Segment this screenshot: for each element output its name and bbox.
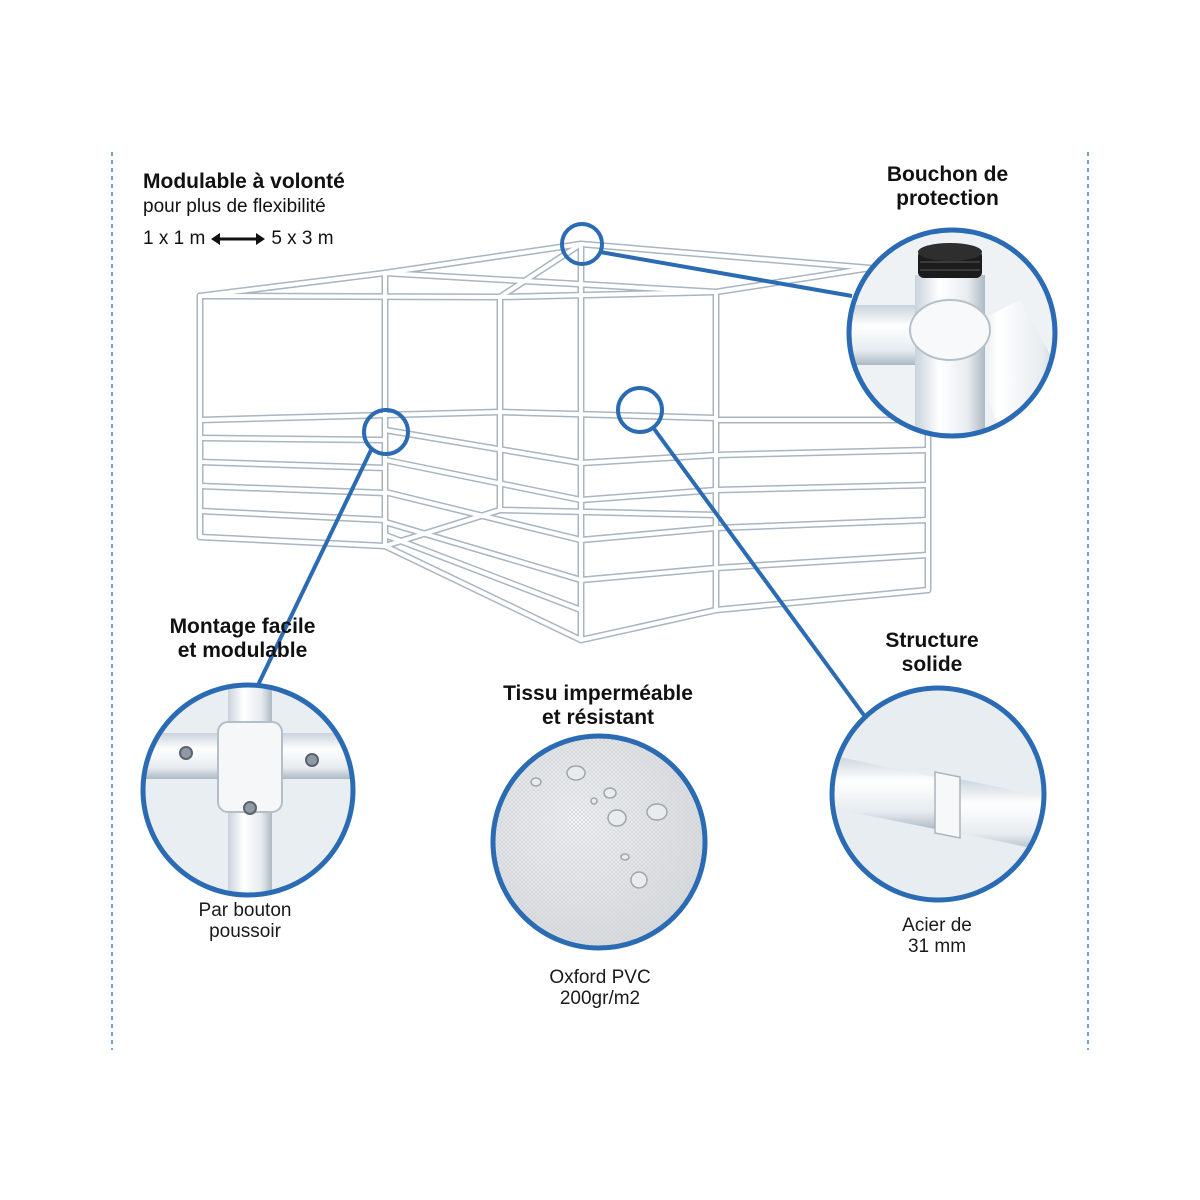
montage-caption: Par bouton poussoir [198, 900, 292, 943]
size-max: 5 x 3 m [271, 228, 334, 249]
double-arrow-icon [211, 233, 266, 245]
zoom-marker-top [560, 222, 604, 266]
greenhouse-frame [196, 240, 932, 644]
structure-title: Structure solide [885, 629, 979, 676]
modulable-subtitle: pour plus de flexibilité [143, 196, 326, 217]
montage-detail-image [140, 682, 356, 898]
montage-title: Montage facile et modulable [169, 615, 316, 662]
tissu-detail-image [490, 733, 708, 951]
zoom-marker-left [362, 408, 410, 456]
bouchon-title: Bouchon de protection [886, 163, 1009, 210]
callout-lines [256, 250, 868, 720]
size-min: 1 x 1 m [143, 228, 206, 249]
modulable-title: Modulable à volonté [143, 170, 345, 193]
bouchon-detail-image [846, 227, 1058, 439]
structure-caption: Acier de 31 mm [902, 915, 972, 958]
zoom-marker-right [616, 386, 664, 434]
size-range: 1 x 1 m 5 x 3 m [143, 228, 334, 250]
tissu-caption: Oxford PVC 200gr/m2 [549, 967, 651, 1010]
structure-detail-image [829, 685, 1047, 903]
tissu-title: Tissu imperméable et résistant [503, 682, 693, 729]
